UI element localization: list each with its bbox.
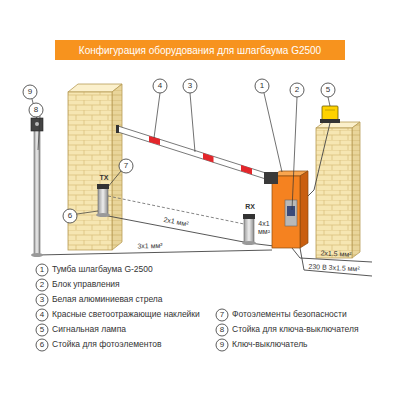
cable-spec: 4x1 мм² (253, 220, 275, 235)
legend-marker (216, 339, 228, 351)
cable-spec: 2x1 мм² (163, 216, 189, 228)
legend-text: Ключ-выключатель (232, 340, 308, 349)
rx-post (242, 214, 256, 245)
title-text: Конфигурация оборудования для шлагбаума … (79, 45, 321, 56)
legend-marker (36, 264, 48, 276)
callout-number: 6 (40, 341, 44, 350)
legend-text: Стойка для ключа-выключателя (232, 325, 359, 334)
callout-number: 8 (34, 106, 38, 115)
key-switch-post (31, 118, 43, 257)
callout-number: 2 (40, 281, 44, 290)
cable-spec: 3x1 мм² (137, 242, 162, 250)
tx-post (96, 184, 110, 217)
legend-text: Красные светоотражающие наклейки (52, 310, 200, 319)
legend-text: Стойка для фотоэлементов (52, 340, 162, 349)
legend-text: Блок управления (52, 280, 120, 289)
callout-number: 3 (40, 296, 44, 305)
device-label: RX (245, 203, 255, 211)
callout-number: 1 (260, 82, 264, 91)
leader-lines (32, 93, 330, 214)
callout-number: 8 (220, 326, 224, 335)
callout-number: 7 (124, 162, 128, 171)
callout-number: 5 (326, 86, 330, 95)
callout-number: 7 (220, 311, 224, 320)
callout-number: 4 (158, 82, 162, 91)
callout-number: 2 (295, 86, 299, 95)
legend-marker (216, 324, 228, 336)
callout-number: 3 (188, 82, 192, 91)
legend-text: Белая алюминиевая стрела (52, 295, 163, 304)
barrier-cabinet (264, 171, 308, 248)
callout-number: 5 (40, 326, 44, 335)
legend-text: Сигнальная лампа (52, 325, 126, 334)
cable-lines (37, 123, 372, 276)
callout-number: 9 (28, 88, 32, 97)
legend-marker (36, 339, 48, 351)
legend-markers (36, 264, 228, 351)
callout-number: 1 (40, 266, 44, 275)
legend-text: Фотоэлементы безопасности (232, 310, 347, 319)
device-label: TX (100, 174, 109, 182)
signal-lamp (320, 106, 340, 123)
title-banner (55, 40, 345, 60)
barrier-boom (116, 125, 272, 181)
legend-marker (36, 294, 48, 306)
callout-number: 6 (68, 212, 72, 221)
cable-spec: 2x1.5 мм² (320, 249, 351, 258)
legend-marker (216, 309, 228, 321)
right-wall (316, 122, 360, 258)
legend-marker (36, 324, 48, 336)
legend-text: Тумба шлагбаума G-2500 (52, 265, 153, 274)
callout-number: 9 (220, 341, 224, 350)
callout-number: 4 (40, 311, 44, 320)
legend-marker (36, 309, 48, 321)
legend-marker (36, 279, 48, 291)
callout-circles (23, 79, 335, 223)
left-wall (68, 84, 122, 250)
cable-spec: 230 В 3x1.5 мм² (308, 263, 360, 273)
